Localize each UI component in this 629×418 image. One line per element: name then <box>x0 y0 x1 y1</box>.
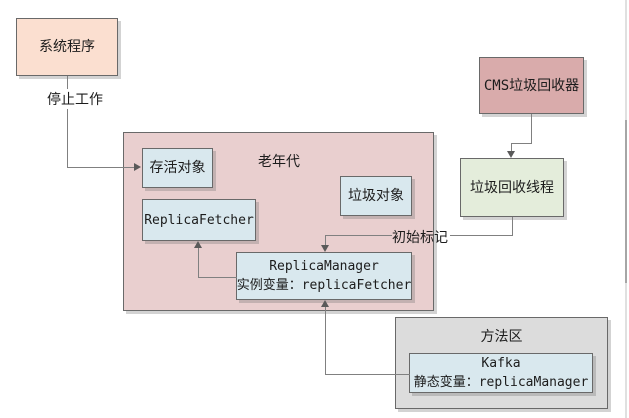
replica-manager-variable: 实例变量：replicaFetcher <box>236 278 412 293</box>
connector-stop-horizontal <box>67 167 134 168</box>
connector-mark-horizontal-right <box>450 235 513 236</box>
old-gen-title: 老年代 <box>258 154 300 170</box>
replica-fetcher-label: ReplicaFetcher <box>144 212 254 228</box>
connector-cms-down <box>531 114 532 144</box>
gc-thread-label: 垃圾回收线程 <box>470 179 554 196</box>
garbage-object-node: 垃圾对象 <box>340 176 412 216</box>
arrowhead-into-replica-manager-bottom-icon <box>321 300 329 307</box>
system-program-node: 系统程序 <box>16 18 118 76</box>
connector-cms-down2 <box>511 143 512 152</box>
connector-rm-rf-vertical <box>198 248 199 278</box>
initial-mark-label: 初始标记 <box>392 230 448 246</box>
connector-mark-down2 <box>325 235 326 246</box>
vertical-scrollbar-thumb[interactable] <box>625 120 627 283</box>
connector-cms-jog <box>511 143 532 144</box>
alive-object-label: 存活对象 <box>149 160 206 176</box>
connector-mark-down <box>512 217 513 236</box>
alive-object-node: 存活对象 <box>142 148 213 188</box>
system-program-label: 系统程序 <box>39 39 95 55</box>
connector-stop-vertical <box>67 76 68 167</box>
replica-manager-node: ReplicaManager 实例变量：replicaFetcher <box>236 252 412 300</box>
method-area-title: 方法区 <box>480 329 523 345</box>
cms-collector-label: CMS垃圾回收器 <box>483 77 580 94</box>
connector-rm-rf-horizontal <box>198 277 237 278</box>
replica-fetcher-node: ReplicaFetcher <box>142 199 256 241</box>
arrowhead-into-replica-fetcher-icon <box>194 241 202 248</box>
kafka-title: Kafka <box>481 356 521 371</box>
arrowhead-into-replica-manager-icon <box>321 245 329 252</box>
cms-collector-node: CMS垃圾回收器 <box>479 57 584 114</box>
kafka-variable: 静态变量：replicaManager <box>413 375 589 390</box>
arrowhead-into-alive-object-icon <box>134 163 141 171</box>
garbage-object-label: 垃圾对象 <box>348 188 404 204</box>
gc-thread-node: 垃圾回收线程 <box>460 158 564 217</box>
stop-working-label: 停止工作 <box>46 89 104 109</box>
arrowhead-into-gc-thread-icon <box>507 151 515 158</box>
connector-kafka-vertical <box>325 307 326 375</box>
replica-manager-title: ReplicaManager <box>269 259 379 274</box>
connector-mark-horizontal-left <box>325 235 392 236</box>
kafka-node: Kafka 静态变量：replicaManager <box>409 353 593 393</box>
connector-kafka-horizontal <box>325 374 410 375</box>
